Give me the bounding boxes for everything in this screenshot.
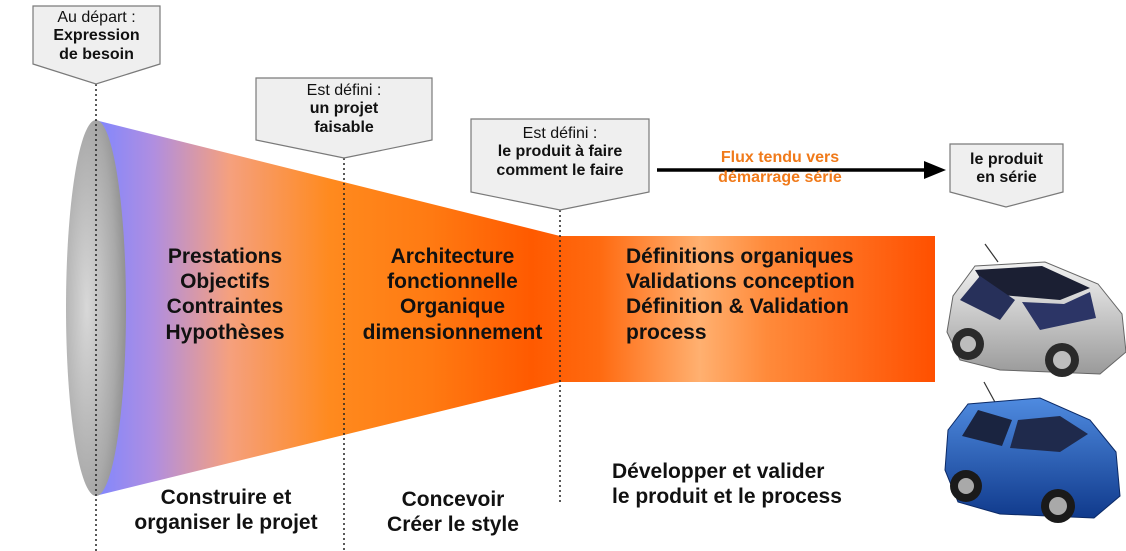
phase2-line-4: dimensionnement — [362, 320, 543, 344]
bottom2-line-1: Concevoir — [401, 488, 505, 511]
bottom-text-1: Construire et organiser le projet — [106, 485, 346, 535]
phase1-line-1: Prestations — [167, 245, 283, 268]
bottom-text-3: Développer et valider le produit et le p… — [612, 459, 922, 509]
callout-depart: Au départ : Expression de besoin — [33, 9, 160, 64]
callout-depart-shape — [32, 5, 161, 85]
bottom1-line-2: organiser le projet — [134, 511, 318, 535]
phase2-line-2: fonctionnelle — [387, 270, 518, 294]
phase3-text: Définitions organiques Validations conce… — [626, 244, 926, 345]
phase3-line-1: Définitions organiques — [626, 245, 854, 268]
flux-label: Flux tendu vers démarrage série — [690, 148, 870, 188]
phase2-text: Architecture fonctionnelle Organique dim… — [340, 244, 565, 345]
phase2-line-1: Architecture — [390, 245, 515, 268]
flux-line-2: démarrage série — [718, 169, 842, 186]
phase1-text: Prestations Objectifs Contraintes Hypoth… — [130, 244, 320, 345]
callout-depart-header: Au départ : — [57, 9, 136, 26]
callout-produit-header: Est défini : — [522, 125, 598, 142]
phase2-line-3: Organique — [399, 295, 505, 319]
callout-faisable-line-1: un projet — [309, 100, 379, 118]
callout-produit-line-1: le produit à faire — [497, 143, 623, 161]
funnel-body — [95, 120, 935, 496]
bottom-text-2: Concevoir Créer le style — [358, 487, 548, 537]
callout-depart-line-1: Expression — [53, 27, 140, 45]
callout-produit-shape — [470, 118, 650, 211]
funnel-mouth — [66, 120, 126, 496]
callout-serie: le produit en série — [950, 151, 1063, 188]
phase1-line-2: Objectifs — [180, 270, 270, 294]
flux-line-1: Flux tendu vers — [720, 149, 840, 166]
callout-faisable-shape — [255, 77, 433, 159]
silver-hatchback-car-icon — [946, 243, 1126, 377]
flux-arrow-head — [924, 161, 946, 179]
callout-serie-line-1: le produit — [970, 151, 1043, 168]
phase3-line-4: process — [626, 320, 707, 344]
callout-faisable: Est défini : un projet faisable — [256, 82, 432, 137]
callout-produit-line-2: comment le faire — [496, 161, 624, 179]
callout-faisable-header: Est défini : — [306, 82, 382, 99]
phase3-line-3: Définition & Validation — [626, 295, 849, 319]
callout-produit: Est défini : le produit à faire comment … — [471, 125, 649, 180]
bottom2-line-2: Créer le style — [387, 513, 519, 537]
bottom3-line-1: Développer et valider — [612, 460, 825, 483]
callout-serie-shape — [949, 143, 1064, 208]
callout-faisable-line-2: faisable — [314, 118, 374, 136]
callout-depart-line-2: de besoin — [59, 45, 134, 63]
blue-hatchback-car-icon — [944, 381, 1121, 523]
bottom1-line-1: Construire et — [160, 486, 292, 509]
phase3-line-2: Validations conception — [626, 270, 855, 294]
bottom3-line-2: le produit et le process — [612, 485, 842, 509]
phase1-line-4: Hypothèses — [165, 320, 285, 344]
callout-serie-line-2: en série — [976, 169, 1037, 187]
phase1-line-3: Contraintes — [166, 295, 284, 319]
